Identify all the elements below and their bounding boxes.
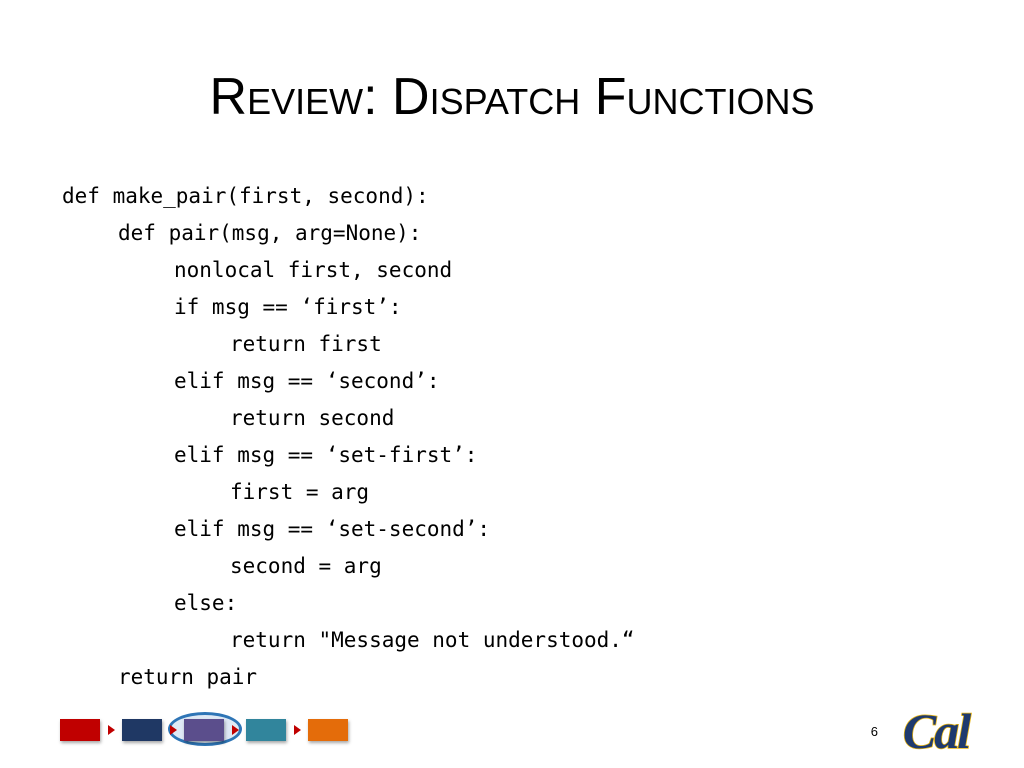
nav-arrow-icon (170, 725, 177, 735)
code-line: else: (174, 591, 238, 615)
code-line: def pair(msg, arg=None): (118, 221, 422, 245)
code-block: def make_pair(first, second): def pair(m… (62, 178, 962, 696)
nav-arrow-icon (294, 725, 301, 735)
code-line: elif msg == ‘second’: (174, 369, 440, 393)
code-line: second = arg (230, 554, 382, 578)
code-line: return second (230, 406, 395, 430)
code-line: elif msg == ‘set-second’: (174, 517, 491, 541)
code-line: first = arg (230, 480, 370, 504)
code-line: def make_pair(first, second): (62, 184, 429, 208)
code-line: elif msg == ‘set-first’: (174, 443, 478, 467)
nav-section-1[interactable] (60, 719, 100, 741)
page-number: 6 (870, 724, 878, 739)
code-line: return pair (118, 665, 258, 689)
cal-logo-text: Cal (903, 703, 971, 759)
nav-arrow-icon (232, 725, 239, 735)
nav-section-3[interactable] (184, 719, 224, 741)
nav-section-4[interactable] (246, 719, 286, 741)
section-navigation (58, 712, 358, 746)
nav-section-5[interactable] (308, 719, 348, 741)
slide-title: Review: Dispatch Functions (209, 68, 815, 126)
nav-arrow-icon (108, 725, 115, 735)
code-line: return "Message not understood.“ (230, 628, 635, 652)
cal-logo: Cal (902, 702, 974, 760)
code-line: nonlocal first, second (174, 258, 453, 282)
nav-section-2[interactable] (122, 719, 162, 741)
code-line: if msg == ‘first’: (174, 295, 402, 319)
code-line: return first (230, 332, 382, 356)
